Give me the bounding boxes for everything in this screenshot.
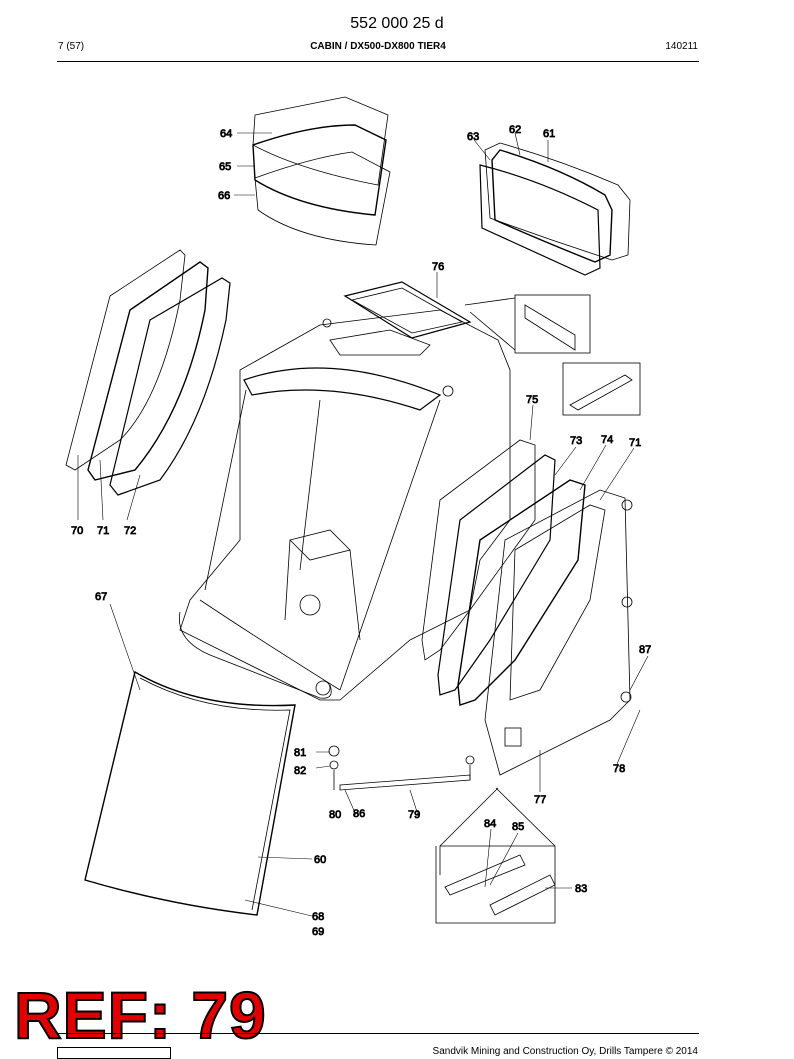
callout-78: 78 [613, 763, 625, 775]
callout-64: 64 [220, 128, 232, 140]
callout-87: 87 [639, 644, 651, 656]
callout-62: 62 [509, 124, 521, 136]
callout-61: 61 [543, 128, 555, 140]
document-number: 552 000 25 d [350, 15, 444, 32]
callout-77: 77 [534, 794, 546, 806]
callout-81: 81 [294, 747, 306, 759]
callout-79: 79 [408, 809, 420, 821]
callout-68: 68 [312, 911, 324, 923]
callout-86: 86 [353, 808, 365, 820]
left-side-window-part [65, 249, 231, 496]
callout-73: 73 [570, 435, 582, 447]
callout-85: 85 [512, 821, 524, 833]
callout-63: 63 [467, 131, 479, 143]
callout-71-right: 71 [629, 437, 641, 449]
right-side-window-part [421, 439, 633, 776]
callout-60: 60 [314, 854, 326, 866]
callout-72: 72 [124, 525, 136, 537]
header-rule [57, 61, 699, 62]
callout-80: 80 [329, 809, 341, 821]
callout-76: 76 [432, 261, 444, 273]
callout-65: 65 [219, 161, 231, 173]
rear-window-part [479, 142, 631, 276]
page-number: 7 (57) [58, 41, 85, 52]
roof-hatch-part [343, 281, 472, 339]
footer-rule [57, 1033, 699, 1034]
callout-67: 67 [95, 591, 107, 603]
callout-66: 66 [218, 190, 230, 202]
detail-view [435, 294, 641, 924]
cabin-frame [178, 309, 511, 701]
roof-glass-part [252, 96, 391, 246]
callout-71-left: 71 [97, 525, 109, 537]
callout-75: 75 [526, 394, 538, 406]
callout-69: 69 [312, 926, 324, 938]
callout-70: 70 [71, 525, 83, 537]
company-logo [57, 1047, 171, 1059]
callout-84: 84 [484, 818, 496, 830]
leader-lines [77, 132, 649, 917]
reference-stamp: REF: 79 [13, 978, 267, 1052]
page-title: CABIN / DX500-DX800 TIER4 [310, 41, 446, 52]
footer-copyright: Sandvik Mining and Construction Oy, Dril… [432, 1046, 698, 1057]
windshield-part [84, 670, 296, 916]
callout-83: 83 [575, 883, 587, 895]
callout-74: 74 [601, 434, 613, 446]
gas-strut-part[interactable] [328, 745, 475, 791]
callout-82: 82 [294, 765, 306, 777]
date-code: 140211 [665, 41, 698, 52]
